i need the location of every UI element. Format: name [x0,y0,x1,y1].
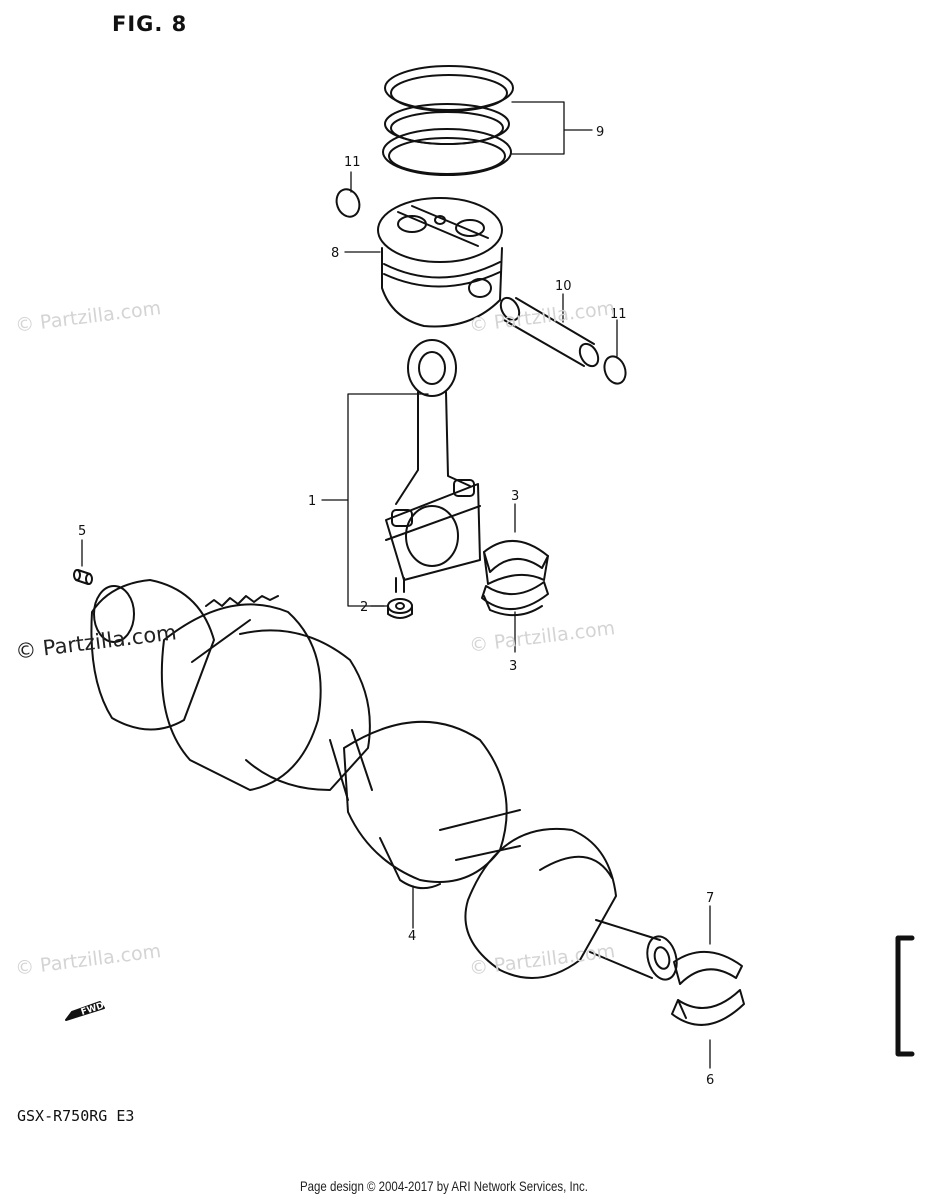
circlip-right[interactable] [601,353,629,386]
callout-1[interactable]: 1 [308,494,316,509]
callout-4[interactable]: 4 [408,929,416,944]
leader-lines [81,101,711,1069]
circlip-upper[interactable] [333,186,363,220]
index-bracket [895,935,915,1057]
crank-bearing-upper[interactable] [673,950,743,985]
callout-9[interactable]: 9 [596,125,604,140]
model-code: GSX-R750RG E3 [17,1107,135,1125]
con-rod-bearing-lower[interactable] [481,581,549,617]
callout-6[interactable]: 6 [706,1073,714,1088]
fwd-arrow [65,1001,105,1021]
con-rod-nut[interactable] [387,598,413,619]
connecting-rod[interactable] [385,339,481,593]
callout-5[interactable]: 5 [78,524,86,539]
piston-pin[interactable] [497,295,602,370]
crank-bearing-lower[interactable] [671,989,745,1026]
piston[interactable] [377,197,503,328]
piston-rings[interactable] [382,65,514,176]
callout-7[interactable]: 7 [706,891,714,906]
fwd-label: FWD [80,1001,105,1018]
callout-3-lower[interactable]: 3 [509,659,517,674]
callout-3-upper[interactable]: 3 [511,489,519,504]
callout-8[interactable]: 8 [331,246,339,261]
callout-2[interactable]: 2 [360,600,368,615]
callout-11-upper[interactable]: 11 [344,155,361,170]
callout-10[interactable]: 10 [555,279,572,294]
footer-copyright: Page design © 2004-2017 by ARI Network S… [300,1178,588,1194]
dowel-pin[interactable] [73,569,93,585]
con-rod-bearing-upper[interactable] [483,539,549,585]
callout-11-right[interactable]: 11 [610,307,627,322]
figure-title: FIG. 8 [112,12,188,36]
crankshaft[interactable] [90,579,681,983]
